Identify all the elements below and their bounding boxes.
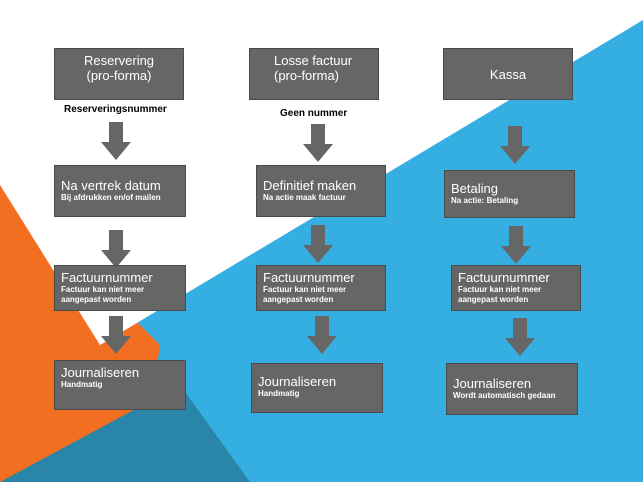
arrow-down-icon	[101, 230, 131, 268]
arrow-down-icon	[501, 226, 531, 264]
journaliseren-box-3: Journaliseren Wordt automatisch gedaan	[446, 363, 578, 415]
losse-factuur-title: Losse factuur (pro-forma)	[274, 53, 353, 83]
journaliseren-title: Journaliseren	[258, 374, 337, 389]
journaliseren-title: Journaliseren	[453, 376, 532, 391]
journaliseren-sub: Wordt automatisch gedaan	[453, 391, 556, 400]
arrow-down-icon	[101, 316, 131, 354]
background-dark-blue-panel	[0, 385, 250, 482]
factuurnummer-box-1: Factuurnummer Factuur kan niet meer aang…	[54, 265, 186, 311]
reservering-box: Reservering (pro-forma)	[54, 48, 184, 100]
na-vertrek-datum-box: Na vertrek datum Bij afdrukken en/of mai…	[54, 165, 186, 217]
factuurnummer-title: Factuurnummer	[263, 270, 355, 285]
reserveringsnummer-note: Reserveringsnummer	[64, 104, 167, 115]
geen-nummer-note: Geen nummer	[280, 108, 348, 119]
journaliseren-box-2: Journaliseren Handmatig	[251, 363, 383, 413]
definitief-maken-box: Definitief maken Na actie maak factuur	[256, 165, 386, 217]
arrow-down-icon	[505, 318, 535, 356]
betaling-sub: Na actie: Betaling	[451, 196, 519, 205]
arrow-down-icon	[307, 316, 337, 354]
factuurnummer-box-3: Factuurnummer Factuur kan niet meer aang…	[451, 265, 581, 311]
factuurnummer-box-2: Factuurnummer Factuur kan niet meer aang…	[256, 265, 386, 311]
factuurnummer-sub: Factuur kan niet meer aangepast worden	[61, 285, 145, 304]
betaling-box: Betaling Na actie: Betaling	[444, 170, 575, 218]
journaliseren-title: Journaliseren	[61, 365, 140, 380]
journaliseren-box-1: Journaliseren Handmatig	[54, 360, 186, 410]
factuurnummer-title: Factuurnummer	[458, 270, 550, 285]
definitief-maken-title: Definitief maken	[263, 178, 357, 193]
arrow-down-icon	[500, 126, 530, 164]
reservering-title: Reservering (pro-forma)	[83, 53, 155, 83]
betaling-title: Betaling	[451, 181, 498, 196]
journaliseren-sub: Handmatig	[61, 380, 103, 389]
factuurnummer-title: Factuurnummer	[61, 270, 153, 285]
definitief-maken-sub: Na actie maak factuur	[263, 193, 346, 202]
arrow-down-icon	[303, 124, 333, 162]
factuurnummer-sub: Factuur kan niet meer aangepast worden	[458, 285, 542, 304]
factuurnummer-sub: Factuur kan niet meer aangepast worden	[263, 285, 347, 304]
na-vertrek-datum-title: Na vertrek datum	[61, 178, 161, 193]
journaliseren-sub: Handmatig	[258, 389, 300, 398]
arrow-down-icon	[101, 122, 131, 160]
arrow-down-icon	[303, 225, 333, 263]
kassa-box: Kassa	[443, 48, 573, 100]
na-vertrek-datum-sub: Bij afdrukken en/of mailen	[61, 193, 161, 202]
kassa-title: Kassa	[489, 67, 527, 82]
losse-factuur-box: Losse factuur (pro-forma)	[249, 48, 379, 100]
